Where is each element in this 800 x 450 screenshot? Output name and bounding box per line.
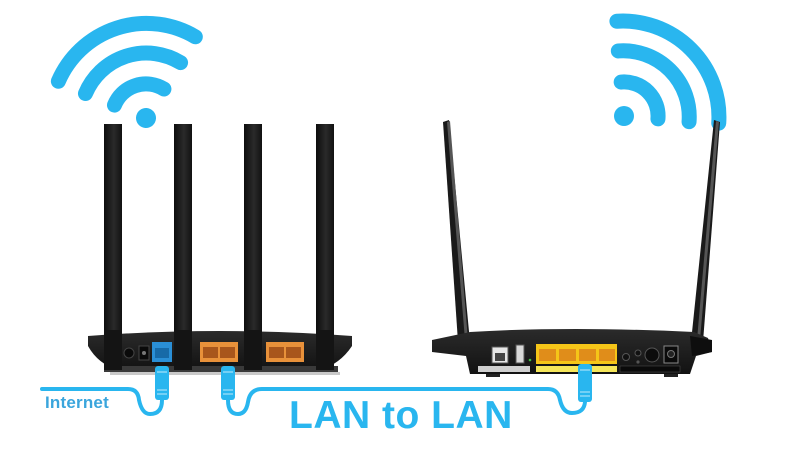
wifi-icon-left [50, 15, 203, 128]
lan-ports-left-b [266, 342, 304, 362]
router-left [88, 124, 352, 375]
usb-port [515, 344, 525, 364]
power-button-icon [644, 347, 660, 363]
wps-button-icon [634, 349, 642, 357]
power-button-icon [123, 347, 135, 359]
rj45-plug-internet [155, 366, 169, 400]
antenna [244, 124, 262, 346]
cable-lan-to-lan [226, 387, 587, 417]
lan-to-lan-label: LAN to LAN [289, 394, 513, 437]
cable-internet [40, 387, 164, 417]
wifi-icon-right [609, 13, 727, 131]
internet-label: Internet [45, 393, 109, 412]
antenna [104, 124, 122, 346]
rj45-plug-lan-left [221, 366, 235, 400]
lan-ports-right [536, 344, 617, 364]
router-right [432, 120, 720, 377]
lan-ports-left-a [200, 342, 238, 362]
antenna [174, 124, 192, 346]
wifi-button-icon [622, 353, 630, 361]
antenna [316, 124, 334, 346]
rj45-plug-lan-right [578, 364, 592, 402]
